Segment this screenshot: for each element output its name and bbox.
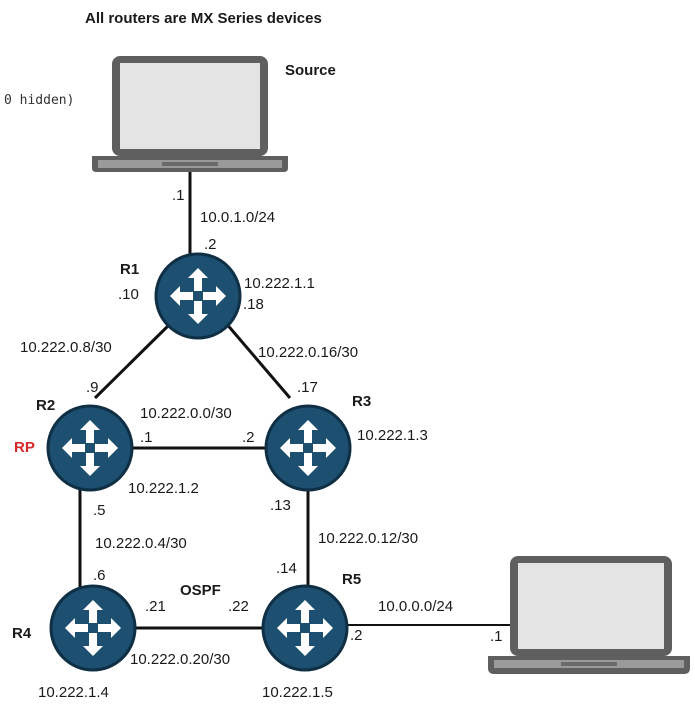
subnet-r2-r3: 10.222.0.0/30: [140, 405, 232, 422]
link-r1-r3: [223, 321, 292, 399]
subnet-r3-r5: 10.222.0.12/30: [318, 530, 418, 547]
r1-iface-r2: .10: [118, 286, 139, 303]
r4-iface-r2: .6: [93, 567, 106, 584]
r2-name: R2: [36, 397, 55, 414]
r3-iface-r5: .13: [270, 497, 291, 514]
source-laptop-icon: [92, 56, 288, 172]
r3-loopback: 10.222.1.3: [357, 427, 428, 444]
receiver-iface: .1: [490, 628, 503, 645]
router-r5-icon: [261, 584, 349, 672]
r3-iface-r2: .2: [242, 429, 255, 446]
r4-loopback: 10.222.1.4: [38, 684, 109, 701]
r3-name: R3: [352, 393, 371, 410]
router-r3-icon: [264, 404, 352, 492]
subnet-r1-r2: 10.222.0.8/30: [20, 339, 112, 356]
source-iface: .1: [172, 187, 185, 204]
r2-rp-badge: RP: [14, 439, 35, 456]
r5-name: R5: [342, 571, 361, 588]
r5-loopback: 10.222.1.5: [262, 684, 333, 701]
r1-iface-r3: .18: [243, 296, 264, 313]
r1-iface-lan: .2: [204, 236, 217, 253]
subnet-r2-r4: 10.222.0.4/30: [95, 535, 187, 552]
subnet-r4-r5: 10.222.0.20/30: [130, 651, 230, 668]
receiver-laptop-icon: [488, 556, 690, 674]
ospf-label: OSPF: [180, 582, 221, 599]
r5-iface-r4: .22: [228, 598, 249, 615]
subnet-source-lan: 10.0.1.0/24: [200, 209, 275, 226]
hidden-note: 0 hidden): [4, 93, 74, 108]
source-label: Source: [285, 62, 336, 79]
router-r4-icon: [49, 584, 137, 672]
r3-iface-r1: .17: [297, 379, 318, 396]
r2-iface-r1: .9: [86, 379, 99, 396]
link-r1-r2: [93, 320, 174, 400]
subnet-receiver-lan: 10.0.0.0/24: [378, 598, 453, 615]
diagram-title: All routers are MX Series devices: [85, 10, 322, 27]
r1-name: R1: [120, 261, 139, 278]
subnet-r1-r3: 10.222.0.16/30: [258, 344, 358, 361]
r2-iface-r3: .1: [140, 429, 153, 446]
r4-iface-r5: .21: [145, 598, 166, 615]
r5-iface-lan: .2: [350, 627, 363, 644]
r5-iface-r3: .14: [276, 560, 297, 577]
r1-loopback: 10.222.1.1: [244, 275, 315, 292]
router-r1-icon: [154, 252, 242, 340]
r2-iface-r4: .5: [93, 502, 106, 519]
r2-loopback: 10.222.1.2: [128, 480, 199, 497]
router-r2-icon: [46, 404, 134, 492]
r4-name: R4: [12, 625, 32, 642]
